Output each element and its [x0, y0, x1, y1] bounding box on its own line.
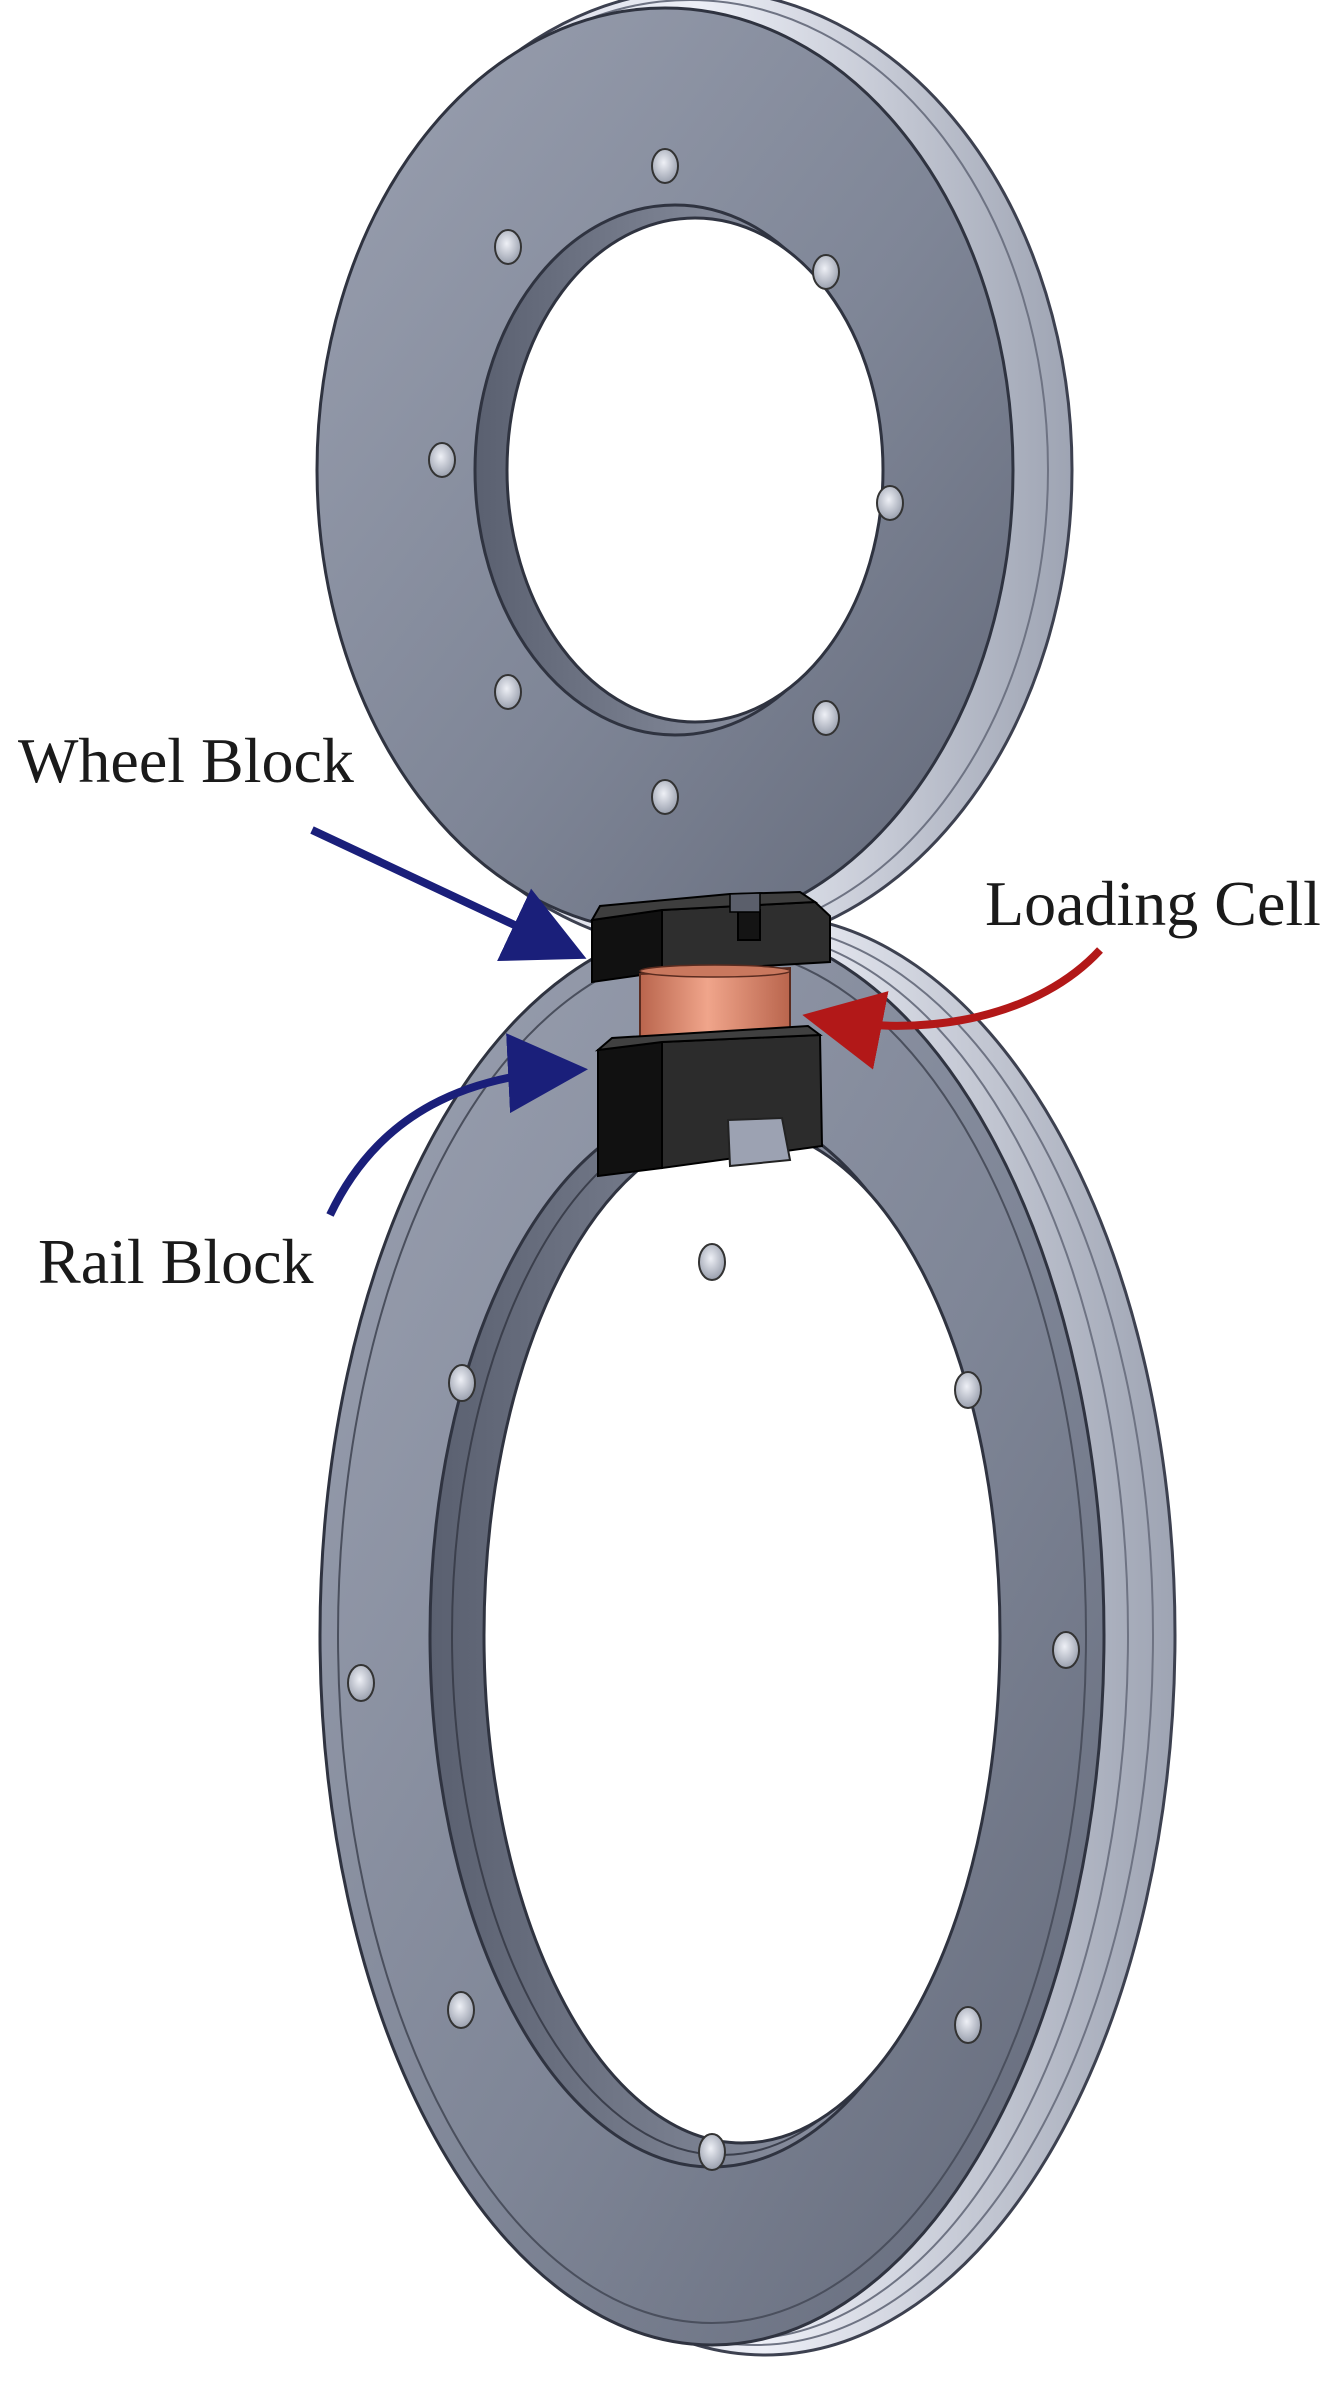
rail-block	[594, 1024, 824, 1178]
rail-bolt-holes	[347, 1243, 1080, 2171]
wheel-ring	[315, 0, 1074, 952]
wheel-block-arrow	[310, 826, 587, 962]
wheel-bolt-holes	[428, 148, 904, 815]
loading-cell-arrow	[802, 947, 1103, 1070]
wheel-block-label: Wheel Block	[18, 725, 354, 796]
callout-arrows	[310, 826, 1103, 1217]
wheel-block	[590, 890, 831, 984]
loading-cell-label: Loading Cell	[985, 868, 1321, 939]
rail-block-label: Rail Block	[38, 1226, 314, 1297]
rail-ring	[318, 913, 1177, 2357]
rail-block-arrow	[326, 1033, 588, 1217]
